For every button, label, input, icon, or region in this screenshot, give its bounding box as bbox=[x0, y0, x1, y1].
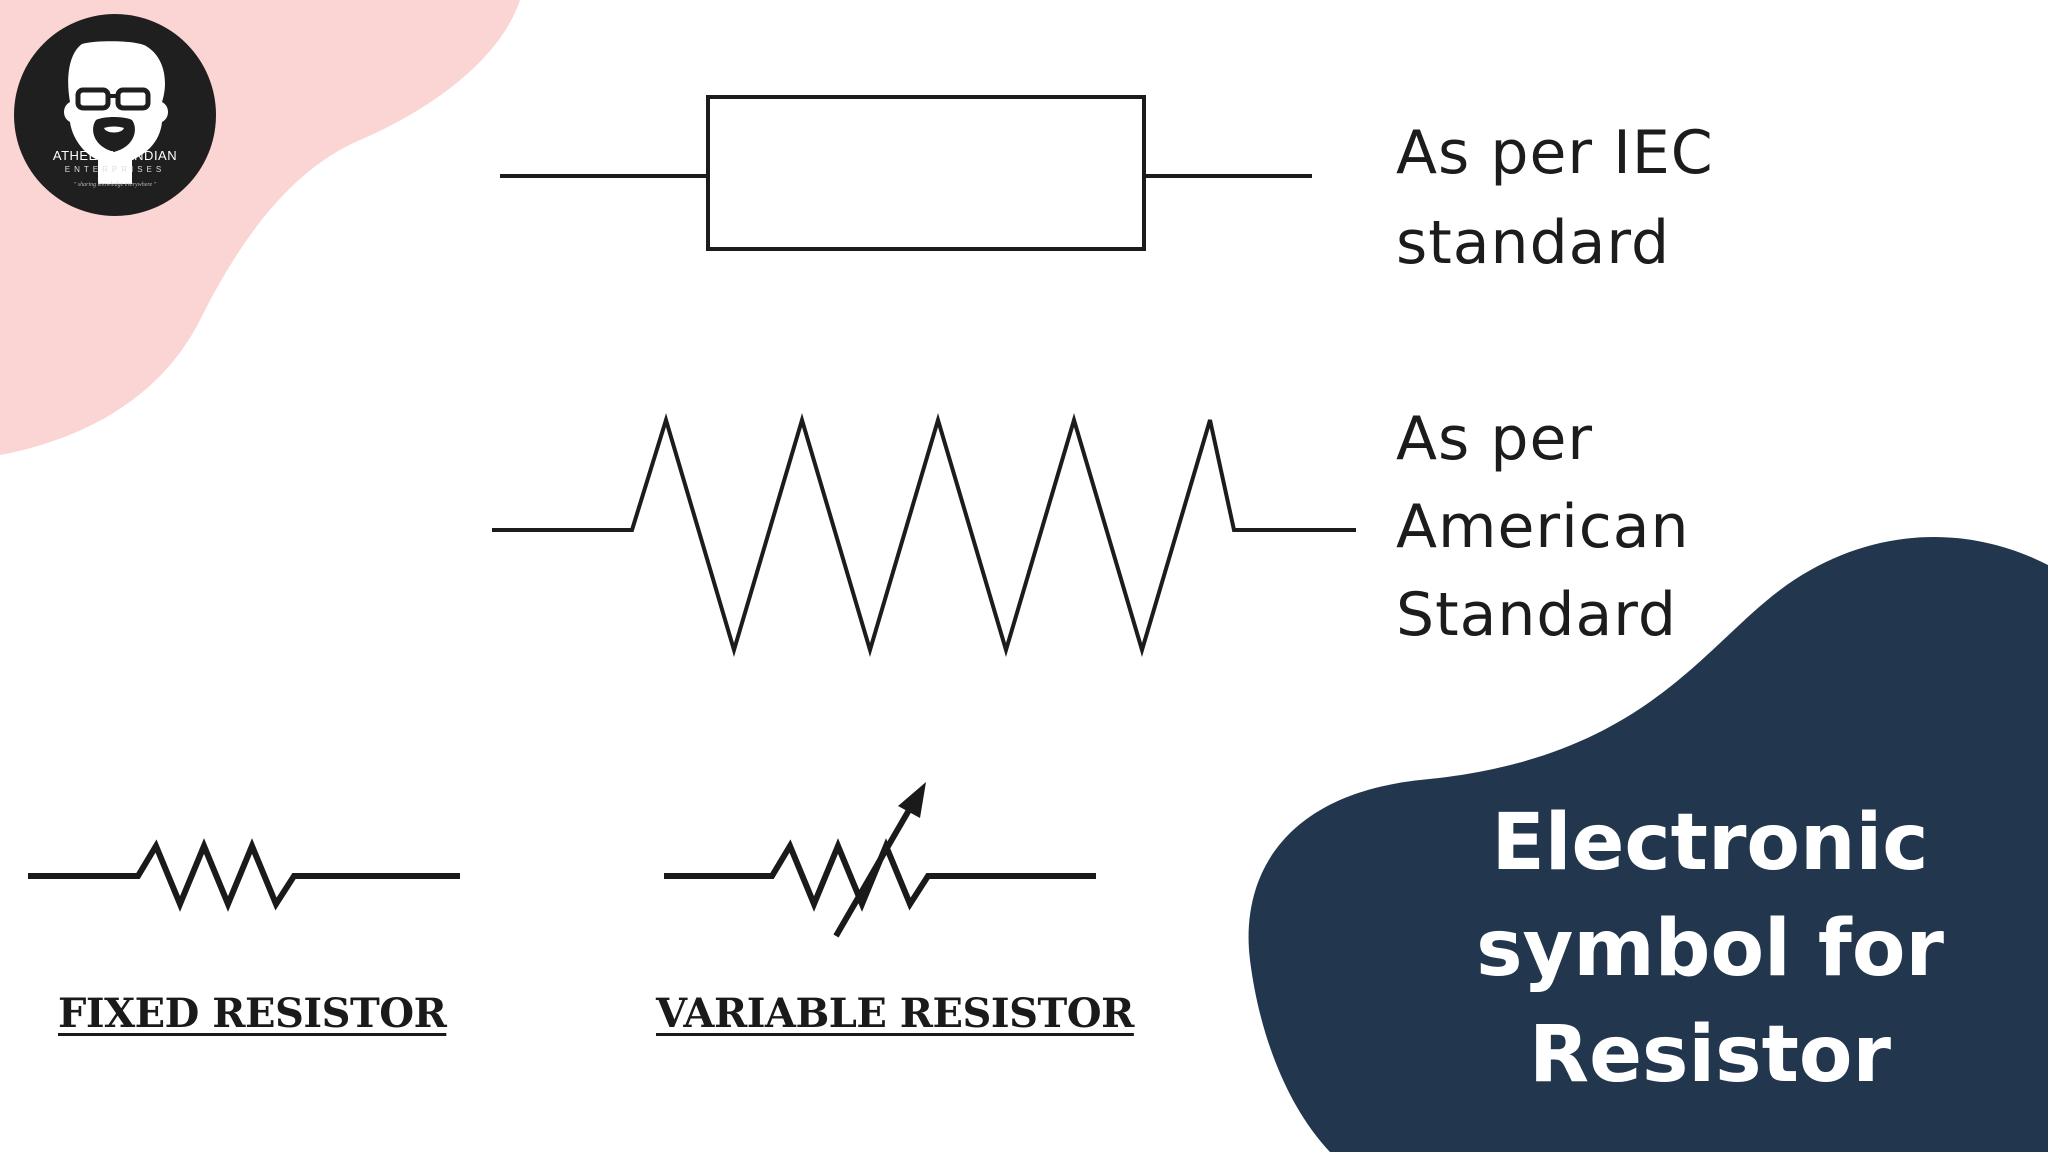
fixed-resistor-caption: FIXED RESISTOR bbox=[58, 990, 447, 1037]
iec-resistor-symbol bbox=[500, 95, 1312, 251]
logo-name: ATHEENAPANDIAN bbox=[52, 148, 178, 163]
bald-man-avatar-icon bbox=[64, 41, 168, 184]
variable-resistor-caption: VARIABLE RESISTOR bbox=[656, 990, 1134, 1037]
american-label-line3: Standard bbox=[1396, 580, 1677, 650]
company-logo: ATHEENAPANDIAN ENTERPRISES " sharing kno… bbox=[14, 14, 216, 216]
variable-zigzag bbox=[664, 838, 1096, 912]
title-line2: symbol for bbox=[1476, 904, 1944, 994]
variable-arrow-head bbox=[898, 782, 926, 818]
page-title: Electronic symbol for Resistor bbox=[1380, 790, 2040, 1108]
fixed-resistor-symbol bbox=[28, 838, 460, 912]
fixed-zigzag bbox=[28, 838, 460, 912]
american-label-line1: As per bbox=[1396, 404, 1594, 474]
iec-label-line2: standard bbox=[1396, 208, 1671, 278]
title-line1: Electronic bbox=[1491, 798, 1929, 888]
american-resistor-symbol bbox=[492, 412, 1356, 658]
variable-resistor-symbol bbox=[664, 782, 1096, 938]
iec-body-rect bbox=[706, 95, 1146, 251]
logo-tagline: " sharing knowledge everywhere " bbox=[73, 182, 157, 188]
variable-arrow-shaft bbox=[833, 796, 919, 938]
iec-label-line1: As per IEC bbox=[1396, 118, 1714, 188]
american-label-line2: American bbox=[1396, 492, 1690, 562]
iec-label: As per IEC standard bbox=[1396, 108, 1714, 288]
title-line3: Resistor bbox=[1529, 1010, 1891, 1100]
american-label: As per American Standard bbox=[1396, 395, 1690, 659]
navy-blob bbox=[1248, 537, 2048, 1152]
american-zigzag bbox=[492, 412, 1356, 658]
logo-subtitle: ENTERPRISES bbox=[64, 165, 166, 174]
